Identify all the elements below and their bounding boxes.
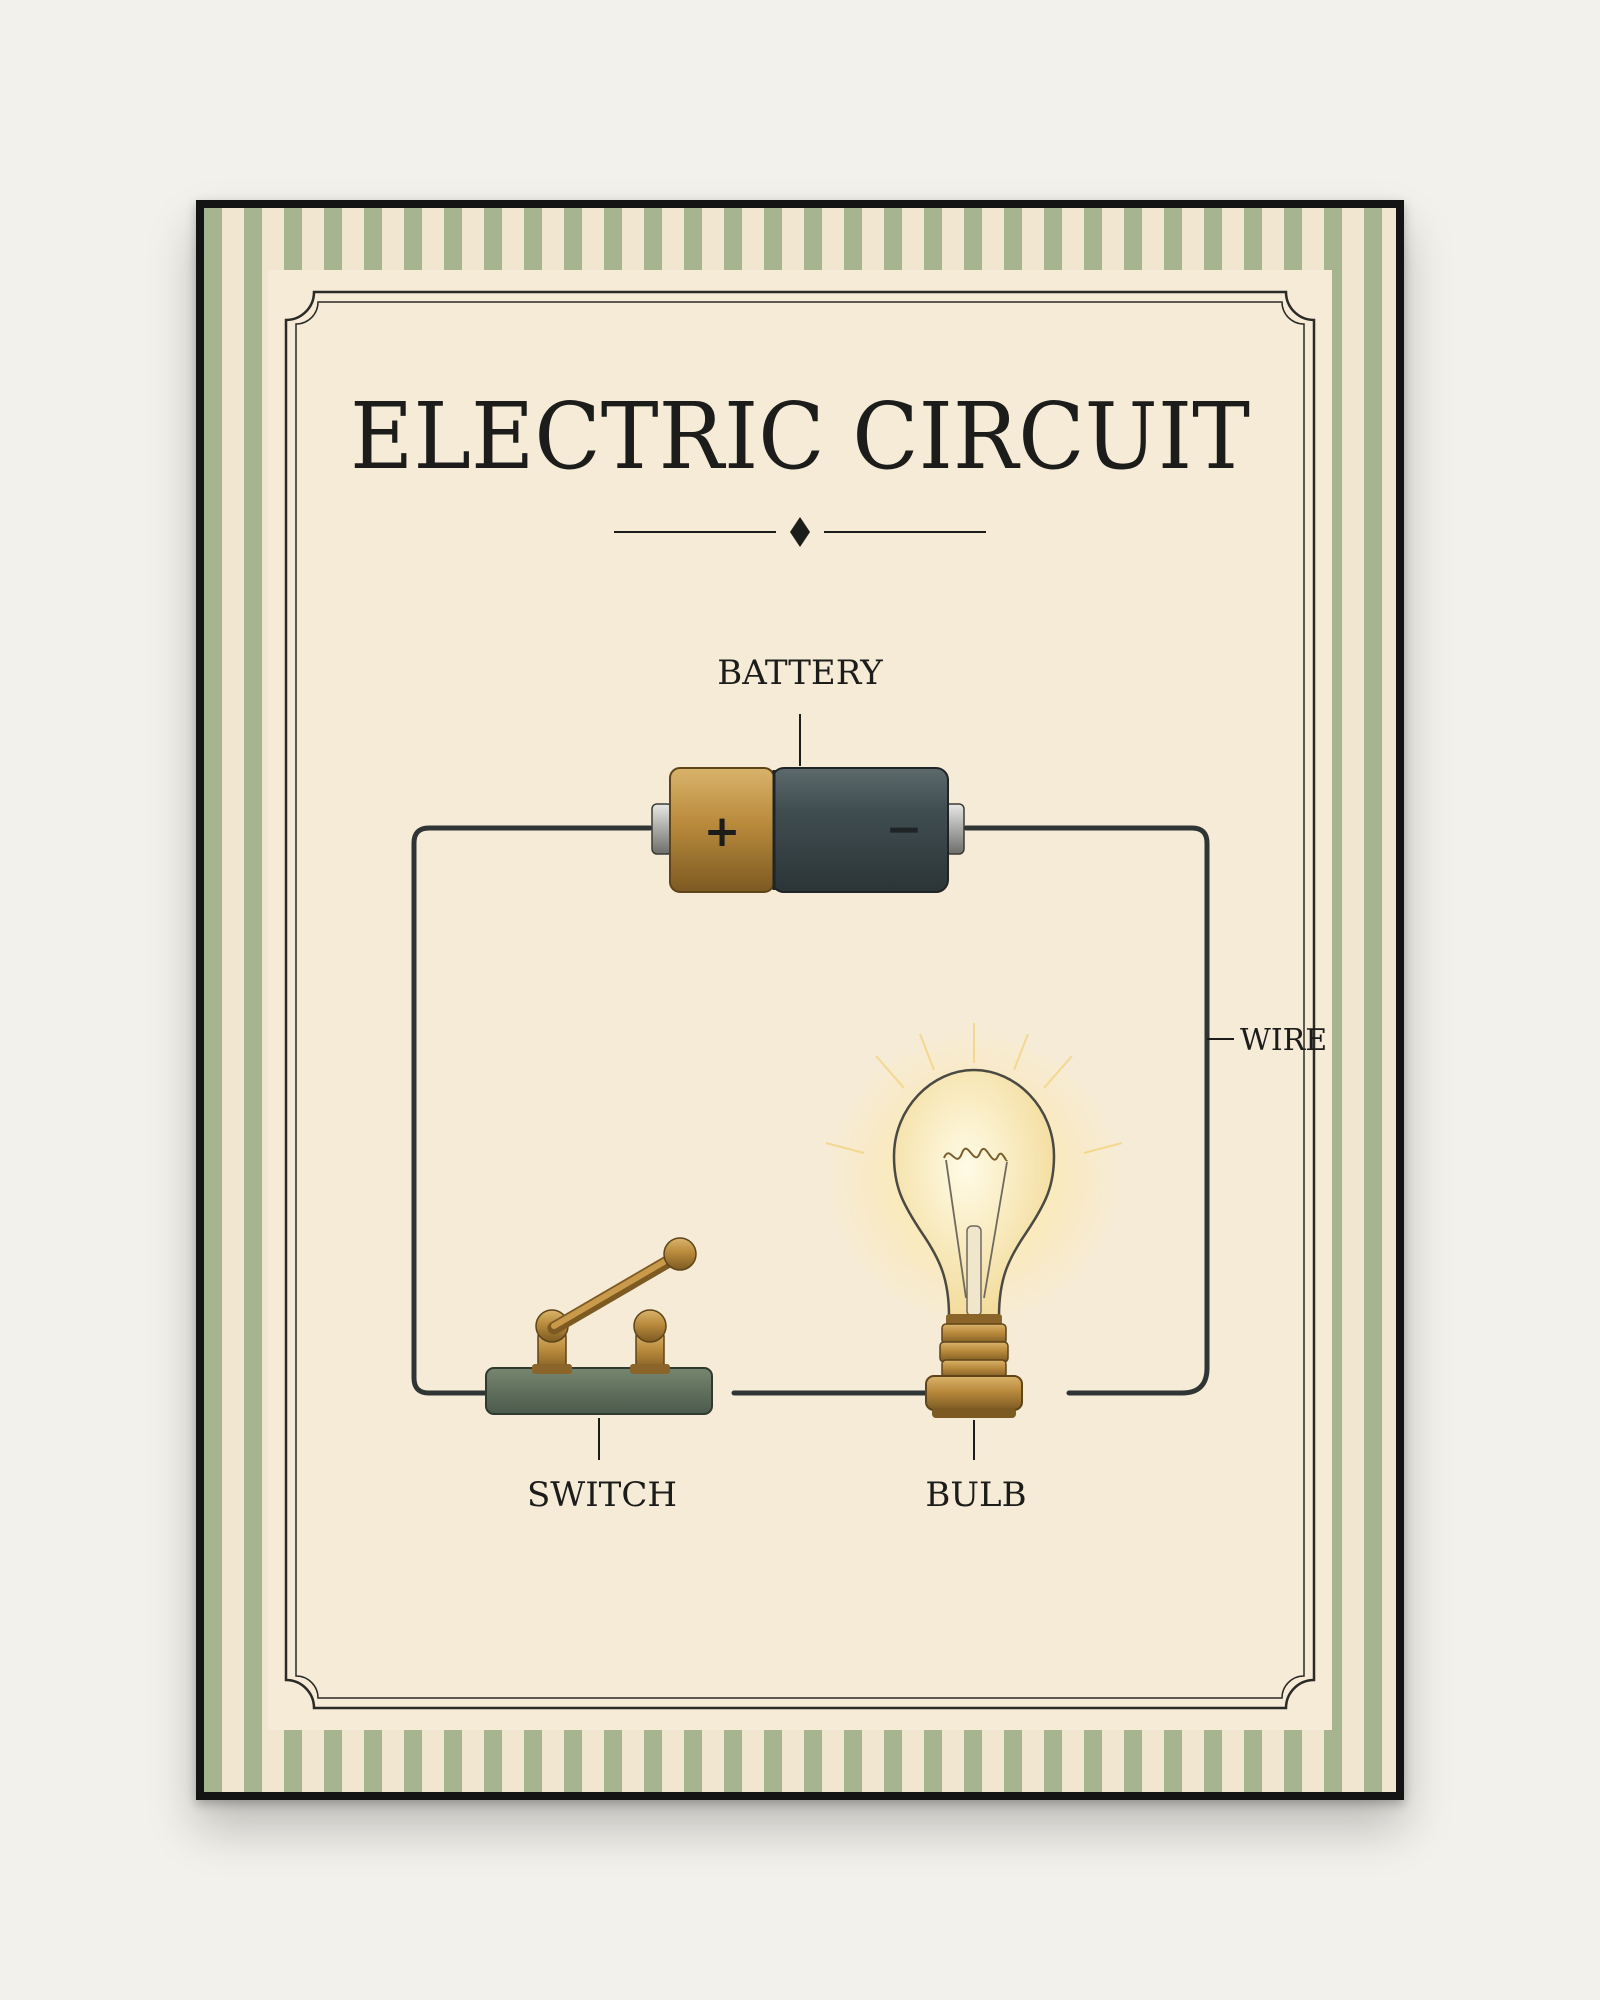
paper-panel	[268, 270, 1332, 1730]
poster-title: ELECTRIC CIRCUIT	[350, 383, 1250, 490]
diamond-ornament-icon	[790, 517, 810, 547]
switch-label: SWITCH	[527, 1475, 677, 1515]
inner-ornamental-border	[295, 301, 1305, 1699]
battery-positive-terminal: +	[704, 806, 741, 857]
wire-label: WIRE	[1240, 1023, 1327, 1058]
title-divider	[614, 517, 986, 547]
battery-negative-terminal: −	[886, 804, 923, 855]
battery-icon	[651, 767, 965, 893]
poster: ELECTRIC CIRCUIT WIRE	[204, 208, 1396, 1792]
poster-frame: ELECTRIC CIRCUIT WIRE	[196, 200, 1404, 1800]
light-bulb-icon	[824, 1023, 1124, 1418]
battery-label: BATTERY	[717, 653, 883, 693]
bulb-label: BULB	[925, 1475, 1026, 1515]
knife-switch-icon	[485, 1237, 713, 1415]
outer-ornamental-border	[284, 290, 1316, 1710]
